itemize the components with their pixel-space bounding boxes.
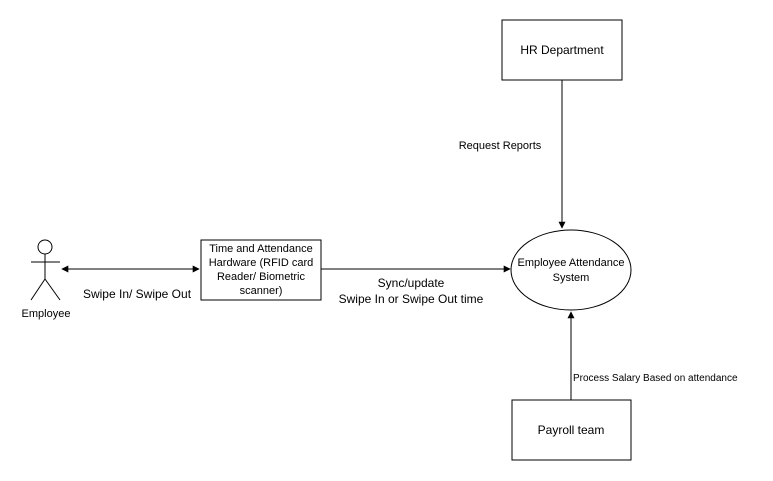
- actor-left-leg: [30, 278, 46, 301]
- actor-head: [37, 239, 53, 255]
- hardware-box: [200, 239, 322, 301]
- request-reports-edge[interactable]: Request Reports: [459, 80, 566, 229]
- sync-edge[interactable]: Sync/update Swipe In or Swipe Out time: [321, 265, 511, 306]
- hr-department-box: [501, 19, 623, 81]
- actor-right-leg: [44, 278, 61, 301]
- payroll-team-node[interactable]: Payroll team: [511, 399, 632, 461]
- attendance-system-node[interactable]: Employee Attendance System: [510, 229, 632, 311]
- sync-edge-label-line-1: Sync/update: [378, 276, 445, 290]
- attendance-system-label-line-1: Employee Attendance: [517, 257, 624, 269]
- swipe-edge-label: Swipe In/ Swipe Out: [83, 287, 192, 301]
- employee-actor[interactable]: Employee: [22, 239, 71, 320]
- hardware-node[interactable]: Time and Attendance Hardware (RFID card …: [200, 239, 322, 301]
- process-salary-edge[interactable]: Process Salary Based on attendance: [567, 311, 738, 400]
- swipe-edge[interactable]: Swipe In/ Swipe Out: [61, 265, 200, 301]
- hardware-label-line-1: Time and Attendance: [209, 243, 313, 255]
- hardware-label-line-3: Reader/ Biometric: [217, 271, 306, 283]
- sync-edge-label-line-2: Swipe In or Swipe Out time: [339, 292, 484, 306]
- payroll-team-box: [511, 399, 632, 461]
- attendance-system-ellipse: [510, 229, 632, 311]
- actor-label: Employee: [22, 308, 71, 320]
- hardware-label-line-4: scanner): [240, 285, 283, 297]
- request-reports-label: Request Reports: [459, 140, 542, 152]
- process-salary-label: Process Salary Based on attendance: [573, 373, 738, 384]
- attendance-system-label-line-2: System: [553, 272, 590, 284]
- hr-department-node[interactable]: HR Department: [501, 19, 623, 81]
- payroll-team-label: Payroll team: [538, 423, 605, 437]
- hardware-label-line-2: Hardware (RFID card: [209, 257, 314, 269]
- hr-department-label: HR Department: [520, 43, 604, 57]
